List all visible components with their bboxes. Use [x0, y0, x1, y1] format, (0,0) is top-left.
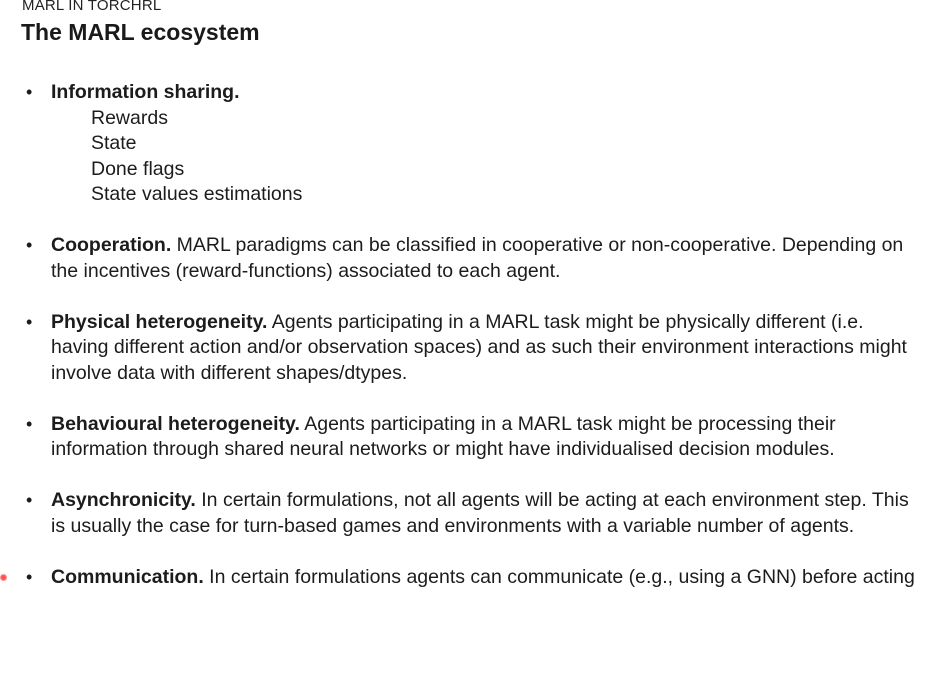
bullet-term: Cooperation. — [51, 234, 172, 256]
bullet-information-sharing: • Information sharing. Rewards State Don… — [0, 80, 920, 208]
bullet-asynchronicity: • Asynchronicity. In certain formulation… — [0, 488, 920, 539]
bullet-text: Agents participating in a MARL task migh… — [51, 310, 907, 384]
bullet-text: Agents participating in a MARL task migh… — [51, 412, 836, 461]
sublist-item-state: State — [91, 132, 137, 154]
bullet-text: In certain formulations agents can commu… — [203, 565, 915, 588]
bullet-physical-heterogeneity: • Physical heterogeneity. Agents partici… — [0, 310, 920, 387]
bullet-term: Behavioural heterogeneity. — [51, 412, 300, 435]
sublist-item-state-values: State values estimations — [91, 183, 303, 205]
laser-pointer-dot — [0, 574, 7, 581]
information-sharing-sublist: Rewards State Done flags State values es… — [51, 106, 920, 208]
bullet-term: Asynchronicity. — [51, 489, 196, 511]
bullet-term: Information sharing. — [51, 81, 240, 103]
bullet-term: Physical heterogeneity. — [51, 310, 268, 333]
slide-kicker: MARL IN TORCHRL — [22, 0, 162, 14]
sublist-item-rewards: Rewards — [91, 106, 168, 129]
sublist-item-done-flags: Done flags — [91, 157, 185, 180]
bullet-list: • Information sharing. Rewards State Don… — [0, 80, 920, 616]
bullet-dot-icon: • — [26, 235, 33, 255]
bullet-dot-icon: • — [26, 311, 33, 332]
bullet-dot-icon: • — [26, 566, 33, 587]
bullet-dot-icon: • — [26, 413, 33, 434]
bullet-communication: • Communication. In certain formulations… — [0, 565, 920, 591]
bullet-dot-icon: • — [26, 82, 33, 102]
bullet-behavioural-heterogeneity: • Behavioural heterogeneity. Agents part… — [0, 412, 920, 463]
bullet-term: Communication. — [51, 565, 204, 588]
bullet-text: In certain formulations, not all agents … — [51, 489, 909, 537]
slide-title: The MARL ecosystem — [21, 19, 260, 45]
bullet-text: MARL paradigms can be classified in coop… — [51, 234, 904, 282]
bullet-dot-icon: • — [26, 490, 33, 510]
bullet-cooperation: • Cooperation. MARL paradigms can be cla… — [0, 233, 920, 284]
